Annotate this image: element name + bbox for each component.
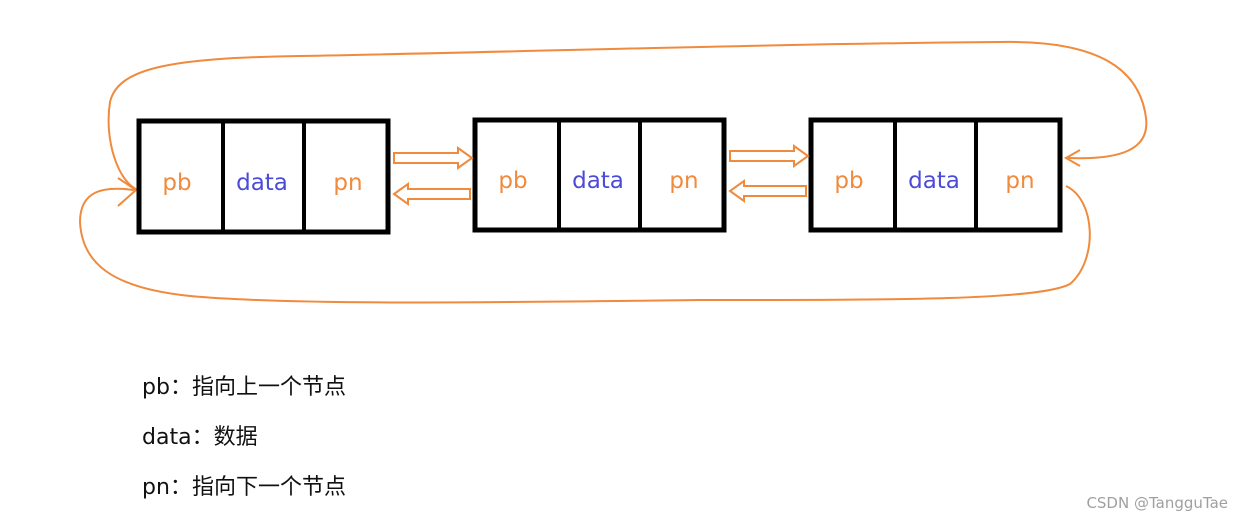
wrap-arrow-bottom [78, 185, 1091, 304]
legend-separator: ： [169, 475, 192, 500]
node-3-border [808, 117, 1063, 233]
legend-item-pn: pn：指向下一个节点 [142, 468, 346, 518]
next-arrow-1-2 [393, 146, 474, 170]
legend: pb：指向上一个节点 data：数据 pn：指向下一个节点 [142, 368, 346, 518]
node-3-data-label: data [908, 168, 960, 194]
node-3-pb-label: pb [834, 168, 863, 194]
node-1-border [136, 118, 391, 235]
legend-key: data [142, 425, 192, 450]
wrap-arrow-top [107, 40, 1148, 191]
node-3: pb data pn [808, 117, 1063, 233]
legend-description: 指向下一个节点 [191, 475, 346, 500]
legend-separator: ： [191, 425, 214, 450]
wrap-arrowhead-left [117, 177, 138, 207]
legend-separator: ： [169, 375, 192, 400]
node-2: pb data pn [472, 117, 727, 233]
node-1-pn-label: pn [333, 170, 362, 196]
prev-arrow-3-2 [728, 179, 807, 203]
prev-arrow-2-1 [392, 182, 471, 206]
node-2-pn-label: pn [669, 168, 698, 194]
node-1-data-label: data [236, 170, 288, 196]
node-2-data-label: data [572, 168, 624, 194]
legend-key: pb [142, 375, 170, 400]
watermark: CSDN @TangguTae [1086, 494, 1228, 512]
legend-item-data: data：数据 [142, 418, 346, 468]
legend-item-pb: pb：指向上一个节点 [142, 368, 346, 418]
node-2-pb-label: pb [498, 168, 527, 194]
node-1: pb data pn [136, 118, 391, 235]
legend-key: pn [142, 475, 170, 500]
node-1-pb-label: pb [162, 170, 191, 196]
legend-description: 指向上一个节点 [191, 375, 346, 400]
wrap-arrowhead-right [1063, 149, 1081, 167]
legend-description: 数据 [213, 425, 258, 450]
node-2-border [472, 117, 727, 233]
next-arrow-2-3 [729, 144, 810, 168]
linked-list-diagram: pb data pn pb data pn pb data pn [78, 40, 1148, 304]
node-3-pn-label: pn [1005, 168, 1034, 194]
